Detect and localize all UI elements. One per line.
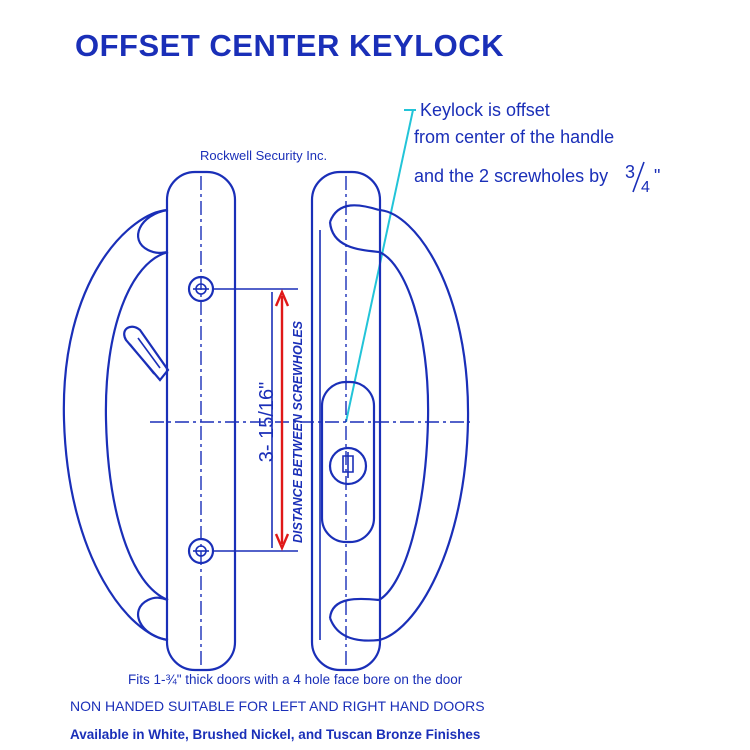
fraction-numerator: 3 <box>625 162 635 182</box>
company-label: Rockwell Security Inc. <box>200 148 327 163</box>
right-escutcheon-plate <box>310 170 382 672</box>
right-handle <box>310 170 470 672</box>
left-escutcheon-plate <box>165 170 237 672</box>
dimension-value: 3- 15/16" <box>256 382 278 463</box>
right-pull-bottom-end <box>328 617 380 642</box>
footer-line-3: Available in White, Brushed Nickel, and … <box>70 727 480 742</box>
left-pull-outer <box>62 208 169 642</box>
diagram-title: OFFSET CENTER KEYLOCK <box>75 28 504 63</box>
inch-mark: " <box>654 166 660 186</box>
left-pull-bottom-end <box>136 596 169 642</box>
keylock-cylinder-icon <box>328 446 368 486</box>
right-pull-top-end-inner <box>328 221 380 254</box>
left-handle <box>62 170 237 672</box>
thumb-turn-lever <box>123 325 170 382</box>
callout-line-1: Keylock is offset <box>420 100 550 120</box>
callout-line-3: and the 2 screwholes by <box>414 166 608 186</box>
footer-line-2: NON HANDED SUITABLE FOR LEFT AND RIGHT H… <box>70 698 485 714</box>
right-pull-inner <box>378 250 430 601</box>
dimension-label: DISTANCE BETWEEN SCREWHOLES <box>291 320 305 543</box>
screwhole-distance-arrow <box>274 288 290 552</box>
left-pull-top-end <box>136 208 169 254</box>
right-pull-outer <box>378 208 470 642</box>
fraction-slash <box>632 161 645 193</box>
left-pull-inner <box>104 250 169 602</box>
fraction-denominator: 4 <box>641 179 650 196</box>
right-pull-top-end <box>328 204 380 223</box>
footer-line-1: Fits 1-¾" thick doors with a 4 hole face… <box>128 672 463 687</box>
keylock-housing <box>320 380 376 544</box>
callout-line-2: from center of the handle <box>414 127 614 147</box>
right-pull-bottom-end-inner <box>328 597 380 619</box>
